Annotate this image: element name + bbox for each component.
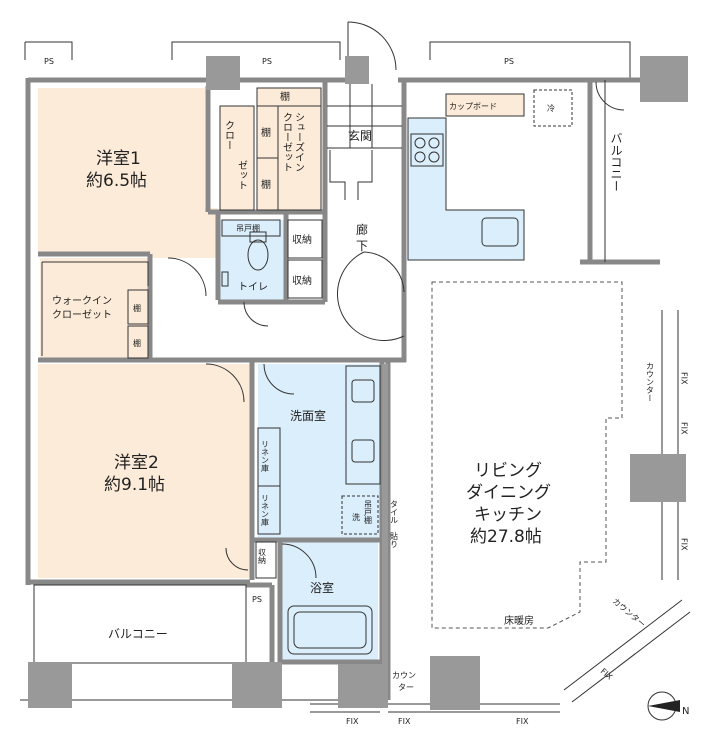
entrance-label: 玄関	[348, 128, 372, 143]
shoes-label-1: シューズイン	[293, 112, 305, 172]
north-label: N	[682, 706, 689, 717]
washroom-label: 洗面室	[290, 408, 326, 423]
hanging-shelf-label: 吊戸棚	[236, 223, 260, 233]
pillars	[28, 56, 688, 710]
ps-label-2: PS	[262, 57, 272, 66]
toilet-label: トイレ	[238, 282, 268, 293]
ps-label-1: PS	[44, 57, 54, 66]
storage-label-1: 収納	[292, 233, 312, 246]
western-room-1-floor	[38, 88, 218, 258]
bath-floor	[282, 540, 378, 660]
counter-label-bottom-2: ター	[398, 683, 414, 692]
closet-label-2: ゼット	[236, 160, 248, 190]
toilet-floor	[220, 220, 284, 300]
shoes-label-2: クローゼット	[281, 112, 293, 172]
inner-lines	[20, 80, 691, 713]
doors	[167, 21, 625, 579]
fix-label-1: FIX	[680, 372, 689, 385]
shelf-label-2: 棚	[261, 126, 271, 139]
walkin-label-1: ウォークイン	[52, 295, 112, 307]
walls	[25, 77, 660, 700]
fix-label-6: FIX	[398, 717, 411, 726]
hall-label-2: 下	[356, 239, 368, 253]
ps-label-4: PS	[252, 595, 262, 604]
tile-label-1: タイル	[390, 500, 399, 524]
balcony-bottom-label: バルコニー	[108, 627, 168, 641]
kitchen-counter	[407, 117, 525, 261]
western1-name: 洋室1	[96, 149, 141, 169]
room-fills	[38, 88, 525, 660]
linen-label-1: リネン庫	[261, 440, 270, 473]
western2-name: 洋室2	[114, 453, 159, 473]
ldk-size: 約27.8帖	[470, 527, 542, 547]
tile-label-2: 貼り	[390, 531, 399, 548]
shelf-label-3: 棚	[261, 178, 271, 191]
washer-label: 洗	[352, 512, 360, 522]
counter-label-diag: カウンター	[611, 597, 647, 630]
walkin-shelf-1: 棚	[133, 303, 141, 313]
floor-heating-area	[431, 281, 623, 629]
shelf-label-1: 棚	[280, 90, 290, 103]
walkin-shelf-2: 棚	[133, 338, 141, 348]
counter-label-bottom-1: カウン	[392, 671, 416, 680]
ldk-label-3: キッチン	[474, 505, 542, 525]
storage-label-2: 収納	[292, 274, 312, 287]
ps-label-3: PS	[504, 57, 514, 66]
fix-label-2: FIX	[680, 422, 689, 435]
washroom-floor	[258, 364, 382, 540]
closet-floor	[220, 106, 254, 210]
western-room-2-floor	[38, 364, 250, 578]
bath-label: 浴室	[310, 580, 334, 595]
hall-label-1: 廊	[356, 222, 368, 237]
ldk-label-2: ダイニング	[466, 483, 551, 503]
fix-label-7: FIX	[516, 717, 529, 726]
top-balcony-lines	[24, 41, 631, 80]
cupboard-label: カップボード	[449, 102, 497, 111]
ldk-label-1: リビング	[474, 461, 542, 481]
cupboard	[445, 93, 525, 117]
labels: PS PS PS PS 洋室1 約6.5帖 クロー ゼット 棚 棚 棚 シューズ…	[44, 57, 689, 726]
western1-size: 約6.5帖	[86, 171, 147, 191]
closet-label-1: クロー	[223, 120, 234, 150]
north-compass: N	[647, 691, 689, 721]
counter-label-right: カウンター	[646, 362, 655, 402]
washer-shelf-label: 吊戸棚	[364, 500, 373, 525]
linen-label-2: リネン庫	[261, 494, 270, 527]
fix-label-5: FIX	[346, 717, 359, 726]
balcony-right-label: バルコニー	[609, 132, 623, 192]
fridge-label: 冷	[547, 103, 555, 113]
western2-size: 約9.1帖	[104, 475, 165, 495]
walkin-label-2: クローゼット	[52, 309, 112, 321]
fix-label-3: FIX	[680, 538, 689, 551]
shoes-closet-floor	[257, 88, 321, 210]
walkin-floor	[40, 258, 150, 358]
floor-heating-label: 床暖房	[504, 614, 534, 627]
storage-label-3: 収納	[258, 547, 267, 565]
